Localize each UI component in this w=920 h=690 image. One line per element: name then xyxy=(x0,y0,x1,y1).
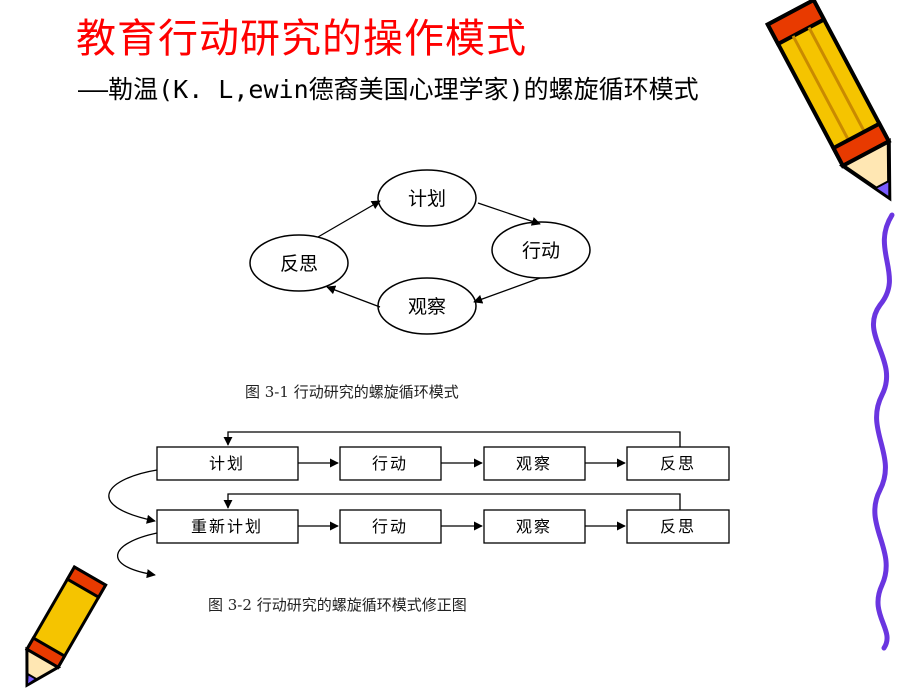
pencil-icon xyxy=(24,564,108,688)
svg-text:反思: 反思 xyxy=(660,517,696,536)
arrow-action-to-observe xyxy=(473,277,541,304)
svg-text:观察: 观察 xyxy=(408,296,446,318)
arrow-observe-to-reflect xyxy=(326,285,381,308)
cycle-node-plan: 计划 xyxy=(377,169,477,227)
row2-box-observe: 观察 xyxy=(483,509,586,544)
spiral-arrow-1 xyxy=(108,469,158,524)
row2-box-action: 行动 xyxy=(339,509,442,544)
row2-feedback-arrow xyxy=(223,493,681,510)
row1-box-reflect: 反思 xyxy=(626,446,730,481)
row1-box-action: 行动 xyxy=(339,446,442,481)
svg-text:观察: 观察 xyxy=(516,517,552,536)
cycle-node-observe: 观察 xyxy=(377,277,477,335)
svg-text:行动: 行动 xyxy=(522,240,560,262)
cycle-node-action: 行动 xyxy=(491,221,591,279)
svg-text:观察: 观察 xyxy=(516,454,552,473)
slide-subtitle: ——勒温(K. L,ewin德裔美国心理学家)的螺旋循环模式 xyxy=(78,75,699,104)
row1-feedback-arrow xyxy=(223,431,681,447)
svg-text:行动: 行动 xyxy=(372,517,408,536)
svg-text:计划: 计划 xyxy=(408,188,446,210)
svg-text:计划: 计划 xyxy=(209,454,245,473)
cycle-node-reflect: 反思 xyxy=(249,234,349,292)
pencil-icon xyxy=(765,0,892,202)
svg-text:反思: 反思 xyxy=(280,253,318,275)
svg-text:重新计划: 重新计划 xyxy=(191,517,263,536)
row2-box-reflect: 反思 xyxy=(626,509,730,544)
figure2-caption: 图 3-2 行动研究的螺旋循环模式修正图 xyxy=(208,596,467,614)
figure1-caption: 图 3-1 行动研究的螺旋循环模式 xyxy=(245,383,459,401)
spiral-arrow-2 xyxy=(117,532,158,579)
row2-box-replan: 重新计划 xyxy=(156,509,299,544)
vine-decoration xyxy=(871,212,895,651)
svg-text:行动: 行动 xyxy=(372,454,408,473)
row1-box-observe: 观察 xyxy=(483,446,586,481)
arrow-reflect-to-plan xyxy=(317,200,381,238)
arrow-plan-to-action xyxy=(477,202,541,226)
slide-title: 教育行动研究的操作模式 xyxy=(76,16,527,62)
svg-text:反思: 反思 xyxy=(660,454,696,473)
row1-box-plan: 计划 xyxy=(156,446,299,481)
